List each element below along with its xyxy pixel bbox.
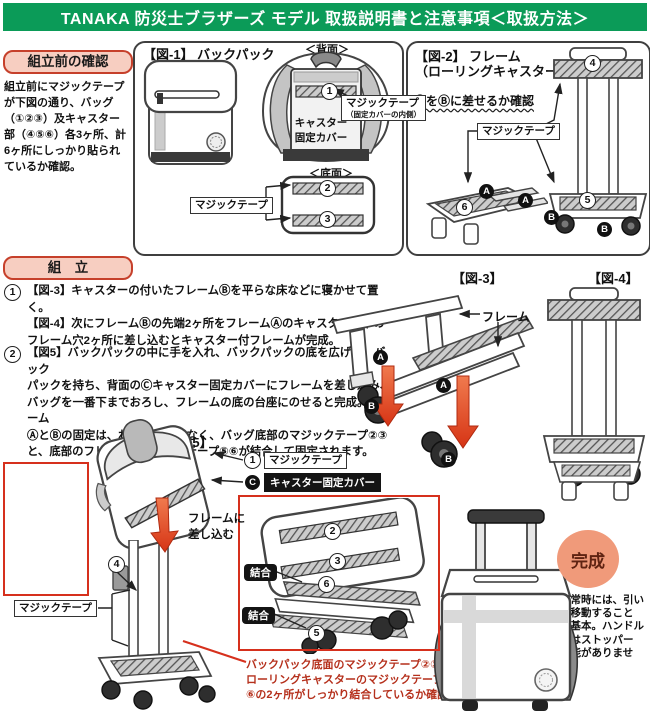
fig5-insert-note: フレームに 差し込む	[188, 513, 246, 541]
fig5-frame-drawing	[97, 540, 216, 710]
fig2-subtitle: （ローリングキャスター）	[415, 64, 572, 79]
fig5-marker-4: 4	[108, 556, 125, 573]
fig2-marker-6: 6	[456, 199, 473, 216]
assembly-heading: 組 立	[3, 256, 133, 280]
fig3-marker-b1: B	[364, 399, 379, 414]
fig2-marker-a2: A	[518, 193, 533, 208]
step1-text: 【図-3】キャスターの付いたフレームⒷを平らな床などに寝かせて置く。 【図-4】…	[27, 285, 385, 347]
assembly-step-1: 1 【図-3】キャスターの付いたフレームⒷを平らな床などに寝かせて置く。 【図-…	[4, 283, 396, 349]
fig1-caster-cover-label: キャスター 固定カバー	[294, 117, 348, 144]
fig3-marker-b2: B	[441, 452, 456, 467]
fig3-marker-a1: A	[373, 350, 388, 365]
done-note: 非常時には、引い て移動すること が基本。ハンドル にはストッパー 機能がありま…	[560, 594, 644, 672]
fig5-marker-1: 1	[244, 452, 261, 469]
fig2-marker-b2: B	[597, 222, 612, 237]
fig5-marker-3: 3	[329, 553, 346, 570]
fig1-velcro-sub: （固定カバーの内側）	[346, 109, 421, 119]
fig4-drawing	[542, 287, 646, 501]
fig2-marker-a1: A	[479, 184, 494, 199]
fig5-marker-6: 6	[318, 576, 335, 593]
done-badge: 完成	[557, 530, 619, 588]
fig1-back-view-drawing	[261, 51, 391, 163]
fig5-velcro-label: マジックテープ	[264, 452, 347, 469]
fig2-marker-5: 5	[579, 192, 596, 209]
page-title: TANAKA 防災士ブラザーズ モデル 取扱説明書と注意事項＜取扱方法＞	[3, 3, 647, 31]
fig1-velcro-label-text: マジックテープ	[346, 97, 419, 109]
fig1-title: 【図-1】 バックパック	[143, 47, 275, 62]
fig3-frame-label: フレーム	[482, 310, 530, 324]
fig5-bond-label-1: 結合	[244, 564, 277, 581]
fig5-bond-label-2: 結合	[242, 607, 275, 624]
fig1-marker-3: 3	[319, 211, 336, 228]
fig1-bottom-velcro-label: マジックテープ	[190, 197, 273, 214]
finished-product-drawing	[433, 509, 579, 711]
precheck-heading: 組立前の確認	[3, 50, 133, 74]
precheck-body: 組立前にマジックテープ が下図の通り、バッグ （①②③）及キャスター 部（④⑤⑥…	[4, 81, 127, 173]
fig5-marker-5: 5	[308, 625, 325, 642]
fig3-title: 【図-3】	[452, 271, 503, 286]
fig2-check-text: ⒶをⒷに差せるか確認	[414, 94, 535, 108]
fig2-title: 【図-2】 フレーム	[415, 49, 521, 64]
fig1-front-backpack-drawing	[143, 59, 238, 165]
fig5-bottom-velcro-label: マジックテープ	[14, 600, 97, 617]
fig2-velcro-label: マジックテープ	[477, 123, 560, 140]
fig1-marker-2: 2	[319, 180, 336, 197]
fig2-marker-4: 4	[584, 55, 601, 72]
fig4-title: 【図-4】	[588, 271, 639, 286]
fig5-backpack-drawing	[95, 419, 210, 550]
fig5-marker-2: 2	[324, 523, 341, 540]
fig5-inset-box	[3, 462, 89, 596]
fig5-caster-cover-label: キャスター固定カバー	[264, 473, 381, 492]
fig2-marker-b1: B	[544, 210, 559, 225]
step2-number: 2	[4, 346, 21, 363]
step1-number: 1	[4, 284, 21, 301]
fig1-marker-1: 1	[321, 83, 338, 100]
fig5-detail-box	[238, 495, 440, 651]
fig3-marker-a2: A	[436, 378, 451, 393]
fig5-marker-c: C	[245, 475, 260, 490]
fig2-standing-frame-drawing	[548, 47, 648, 236]
fig5-check-note: バックパック底面のマジックテープ②③と ローリングキャスターのマジックテープ⑤ …	[246, 659, 460, 701]
